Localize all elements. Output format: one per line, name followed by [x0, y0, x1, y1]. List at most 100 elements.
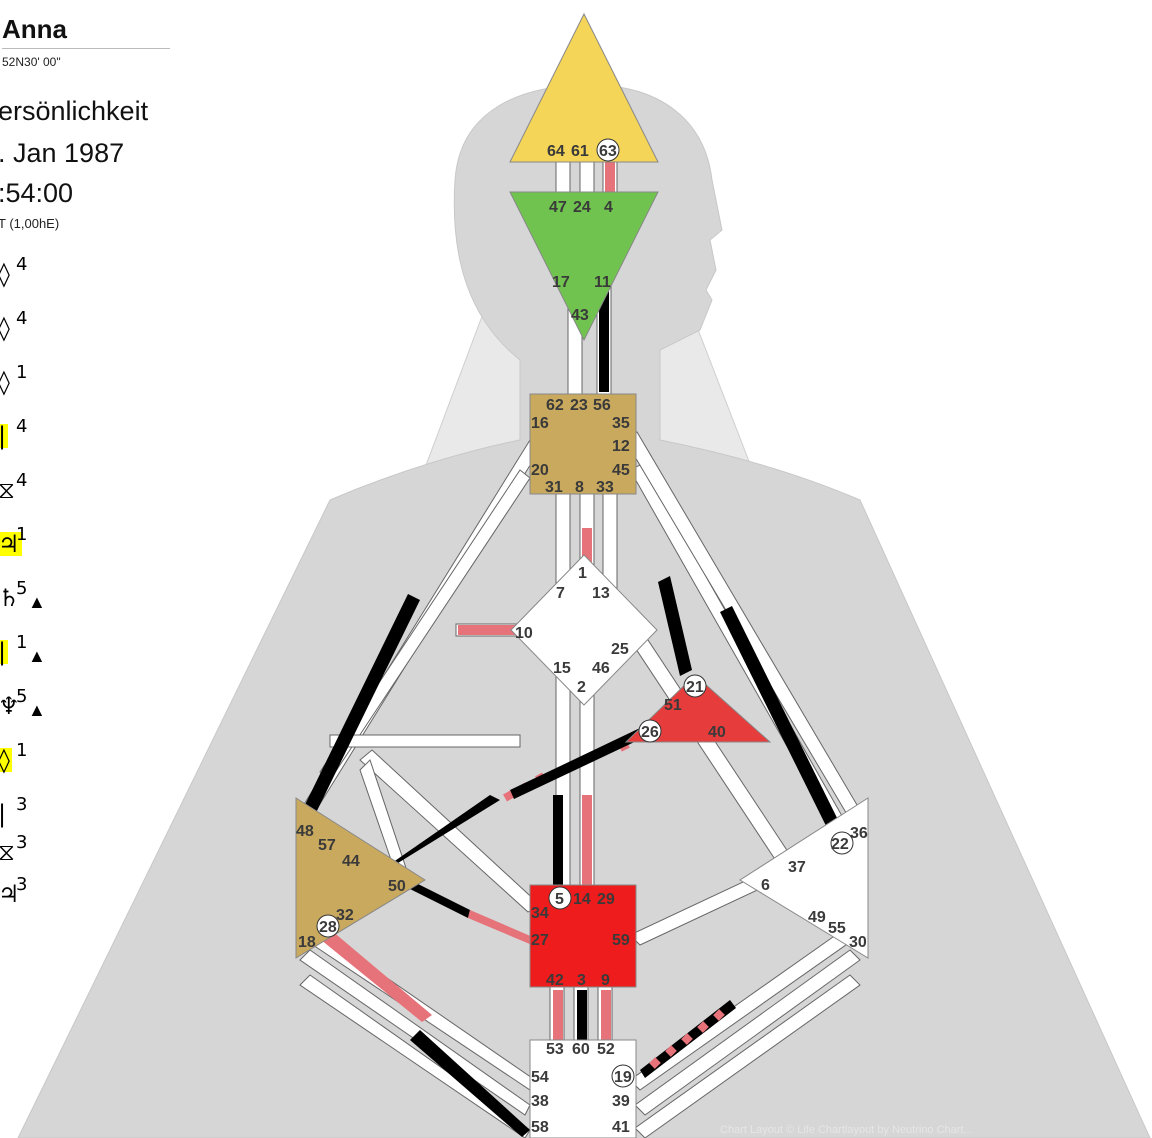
gate-31: 31 — [545, 479, 563, 496]
gate-63: 63 — [599, 143, 617, 160]
gate-60: 60 — [572, 1041, 590, 1058]
planet-line: 3 — [16, 874, 28, 895]
gate-1: 1 — [578, 565, 587, 582]
planet-glyph-icon: ⧖ — [0, 476, 15, 504]
gate-labels: 64 61 63 47 24 4 17 11 43 62 23 56 16 35… — [296, 138, 868, 1136]
gate-53: 53 — [546, 1041, 564, 1058]
planet-glyph-icon: | — [0, 640, 9, 664]
gate-15: 15 — [553, 660, 571, 677]
personality-panel: Anna 52N30' 00" ersönlichkeit . Jan 1987… — [0, 0, 190, 1138]
copyright-text: Chart Layout © Life Chartlayout by Neutr… — [720, 1124, 973, 1136]
gate-27: 27 — [531, 932, 549, 949]
gate-28: 28 — [319, 919, 337, 936]
gate-47: 47 — [549, 199, 567, 216]
planet-row: ♆5▲ — [0, 686, 66, 726]
gate-17: 17 — [552, 274, 570, 291]
gate-49: 49 — [808, 909, 826, 926]
root-center[interactable] — [529, 1039, 637, 1138]
gate-16: 16 — [531, 415, 549, 432]
gate-48: 48 — [296, 823, 314, 840]
gate-44: 44 — [342, 853, 360, 870]
gate-22: 22 — [831, 836, 849, 853]
gate-57: 57 — [318, 837, 336, 854]
arrow-icon: ▲ — [28, 700, 46, 720]
ego-center[interactable] — [624, 674, 772, 743]
planet-row: ♃3 — [0, 874, 66, 914]
gate-51: 51 — [664, 697, 682, 714]
gate-33: 33 — [596, 479, 614, 496]
gate-46: 46 — [592, 660, 610, 677]
gate-32: 32 — [336, 907, 354, 924]
gate-26: 26 — [641, 724, 659, 741]
gate-34: 34 — [531, 905, 549, 922]
planet-glyph-icon: | — [0, 800, 7, 828]
gate-7: 7 — [556, 585, 565, 602]
g-center[interactable] — [510, 554, 658, 706]
ajna-center[interactable] — [509, 191, 659, 342]
arrow-icon: ▲ — [28, 646, 46, 666]
planet-line: 4 — [16, 308, 28, 329]
planet-glyph-icon: ◊ — [0, 260, 10, 288]
gate-41: 41 — [612, 1119, 630, 1136]
planet-line: 1 — [16, 524, 28, 545]
gate-13: 13 — [592, 585, 610, 602]
throat-center[interactable] — [529, 393, 637, 495]
birth-date: . Jan 1987 — [0, 138, 125, 168]
gate-40: 40 — [708, 724, 726, 741]
planet-row: ◊4 — [0, 308, 66, 348]
gate-14: 14 — [573, 891, 591, 908]
gate-42: 42 — [546, 972, 564, 989]
gate-54: 54 — [531, 1069, 549, 1086]
planet-line: 1 — [16, 362, 28, 383]
gate-23: 23 — [570, 397, 588, 414]
gate-20: 20 — [531, 462, 549, 479]
planet-glyph-icon: ♃ — [0, 532, 22, 556]
gate-56: 56 — [593, 397, 611, 414]
planet-line: 5 — [16, 686, 28, 707]
planet-line: 3 — [16, 794, 28, 815]
planet-line: 1 — [16, 740, 28, 761]
gate-30: 30 — [849, 934, 867, 951]
gate-5: 5 — [555, 891, 564, 908]
gate-43: 43 — [571, 307, 589, 324]
gate-19: 19 — [614, 1069, 632, 1086]
gate-50: 50 — [388, 878, 406, 895]
planet-glyph-icon: ⧖ — [0, 838, 15, 866]
gate-21: 21 — [686, 679, 704, 696]
planet-row: ♄5▲ — [0, 578, 66, 618]
gate-9: 9 — [601, 972, 610, 989]
planet-row: |4 — [0, 416, 66, 456]
planet-row: | 1▲ — [0, 632, 66, 672]
planet-row: |3 — [0, 794, 66, 834]
gate-6: 6 — [761, 877, 770, 894]
gate-29: 29 — [597, 891, 615, 908]
gate-35: 35 — [612, 415, 630, 432]
planet-glyph-icon: ♃ — [0, 880, 20, 908]
gate-2: 2 — [577, 679, 586, 696]
planet-glyph-icon: ◊ — [0, 748, 12, 772]
planet-row: ⧖3 — [0, 832, 66, 872]
planet-line: 4 — [16, 470, 28, 491]
planet-row: ◊1 — [0, 362, 66, 402]
planet-line: 3 — [16, 832, 28, 853]
planet-line: 4 — [16, 254, 28, 275]
gate-3: 3 — [577, 972, 586, 989]
gate-55: 55 — [828, 920, 846, 937]
gate-45: 45 — [612, 462, 630, 479]
planet-row: ♃1 — [0, 524, 66, 564]
gate-37: 37 — [788, 859, 806, 876]
gate-12: 12 — [612, 438, 630, 455]
birth-time: :54:00 — [0, 178, 74, 208]
gate-38: 38 — [531, 1093, 549, 1110]
gate-58: 58 — [531, 1119, 549, 1136]
gate-4: 4 — [604, 199, 613, 216]
head-center[interactable] — [509, 12, 659, 163]
gate-59: 59 — [612, 932, 630, 949]
planet-line: 1 — [16, 632, 28, 653]
sacral-center[interactable] — [529, 884, 637, 988]
section-title: ersönlichkeit — [0, 96, 149, 126]
gate-11: 11 — [594, 274, 611, 291]
arrow-icon: ▲ — [28, 592, 46, 612]
gate-10: 10 — [515, 625, 533, 642]
